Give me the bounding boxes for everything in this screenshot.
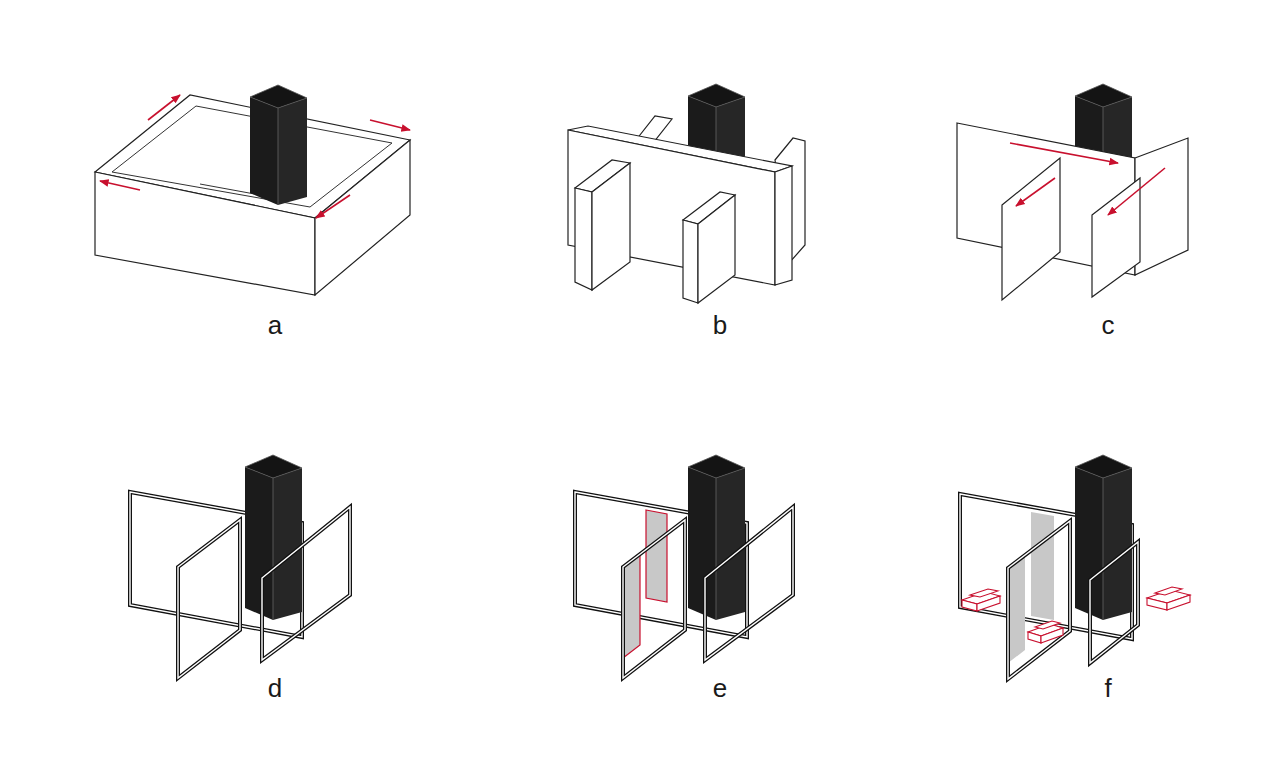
panel-d [130,455,350,678]
panel-label: a [268,312,282,338]
panel-label: f [1104,675,1111,701]
panel-label: e [713,675,727,701]
panel-label: c [1102,312,1115,338]
panel-label: d [268,675,282,701]
panel-e [575,455,793,678]
panel-b [568,84,805,303]
panel-f [960,455,1190,679]
panel-c [957,84,1188,300]
panel-a [95,85,410,295]
panel-label: b [713,312,727,338]
